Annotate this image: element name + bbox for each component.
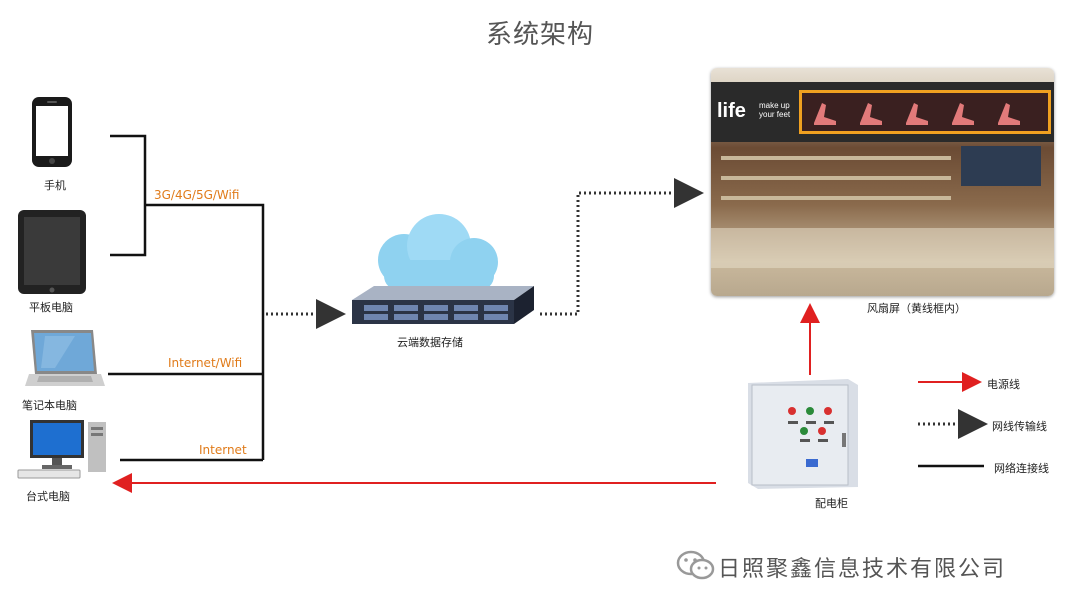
laptop-connection-label: Internet/Wifi — [168, 356, 243, 370]
legend-transfer-label: 网线传输线 — [992, 420, 1047, 433]
desktop-connection-label: Internet — [199, 443, 247, 457]
store-tagline: make up your feet — [759, 101, 790, 119]
laptop-icon — [25, 330, 105, 386]
page-title: 系统架构 — [485, 20, 594, 50]
shoe-display-icon — [814, 103, 1020, 125]
mobile-bracket-line — [110, 134, 147, 257]
desktop-label: 台式电脑 — [26, 490, 70, 503]
fan-screen-photo: life make up your feet — [711, 68, 1054, 296]
fan-screen-label: 风扇屏（黄线框内） — [867, 302, 966, 315]
mobile-link-line — [145, 203, 265, 460]
store-tagline-line-1: make up — [759, 101, 790, 110]
desktop-icon — [17, 420, 106, 479]
fan-screen-highlight-frame — [799, 90, 1051, 134]
company-watermark: 日照聚鑫信息技术有限公司 — [718, 557, 1007, 582]
cloud-storage-label: 云端数据存储 — [397, 336, 463, 349]
server-icon — [352, 286, 534, 324]
legend-network-label: 网络连接线 — [994, 462, 1049, 475]
wechat-icon — [676, 550, 715, 580]
legend-power-label: 电源线 — [987, 378, 1020, 391]
tablet-label: 平板电脑 — [29, 301, 73, 314]
mobile-connection-label: 3G/4G/5G/Wifi — [154, 188, 240, 202]
cabinet-icon — [748, 379, 858, 489]
to-display-dotted-line — [540, 178, 704, 316]
laptop-label: 笔记本电脑 — [22, 399, 77, 412]
cloud-server-icon — [352, 214, 534, 324]
store-logo: life — [717, 100, 746, 122]
cabinet-label: 配电柜 — [815, 497, 848, 510]
phone-label: 手机 — [44, 179, 66, 192]
store-tagline-line-2: your feet — [759, 110, 791, 119]
phone-icon — [32, 97, 72, 167]
cloud-icon — [378, 214, 498, 290]
tablet-icon — [18, 210, 86, 294]
